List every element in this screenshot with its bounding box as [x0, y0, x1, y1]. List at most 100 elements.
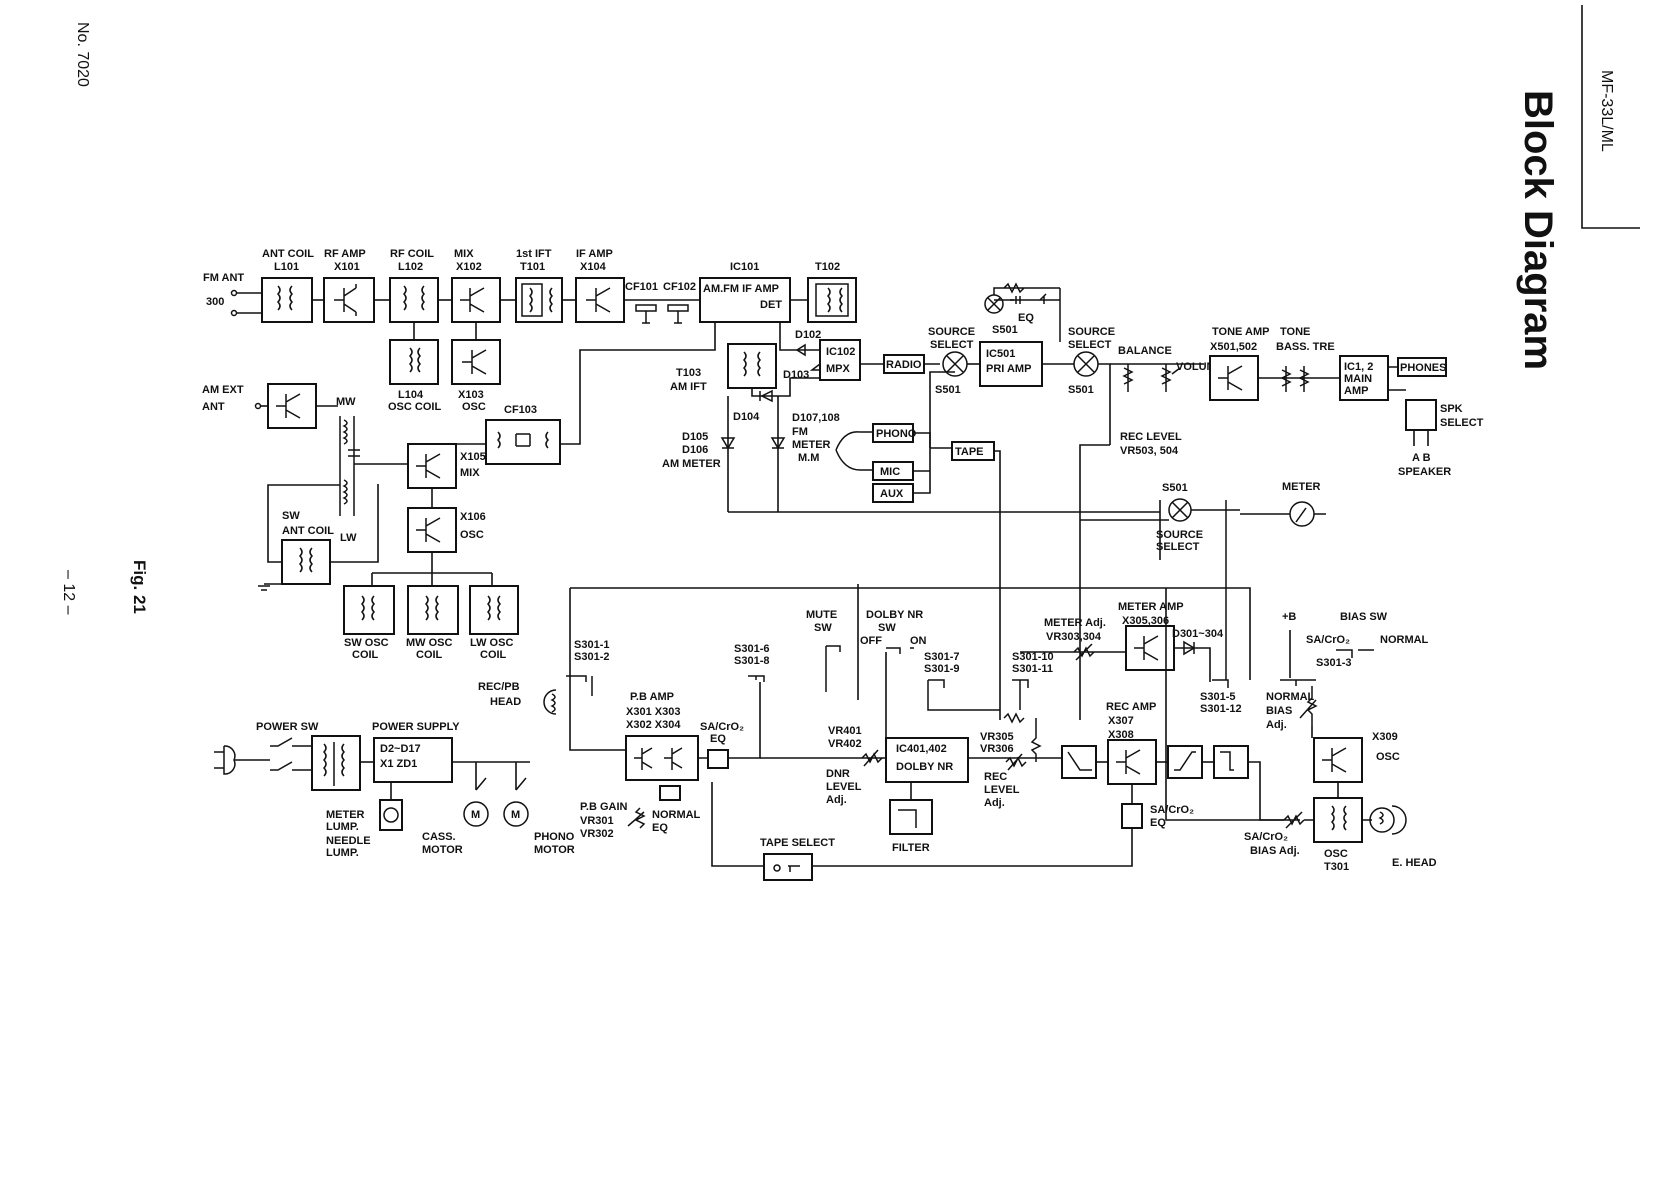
mic-input: MIC	[872, 461, 914, 481]
svg-text:L101: L101	[274, 261, 299, 273]
svg-text:S501: S501	[1162, 482, 1188, 494]
svg-text:VR402: VR402	[828, 738, 862, 750]
svg-text:TAPE: TAPE	[955, 446, 984, 458]
lw-osc-coil: LW OSC COIL	[469, 585, 519, 661]
svg-text:D103: D103	[783, 369, 809, 381]
svg-text:PHONO: PHONO	[534, 831, 575, 843]
svg-text:T101: T101	[520, 261, 545, 273]
svg-text:MW OSC: MW OSC	[406, 637, 452, 649]
svg-text:Adj.: Adj.	[826, 794, 847, 806]
svg-text:ANT COIL: ANT COIL	[262, 248, 314, 260]
svg-text:LEVEL: LEVEL	[826, 781, 862, 793]
rf-amp-x101: RF AMP X101	[323, 248, 375, 323]
svg-text:AMP: AMP	[1344, 385, 1368, 397]
svg-text:T301: T301	[1324, 861, 1349, 873]
plus-b-supply: +B	[1282, 611, 1296, 678]
svg-text:METER: METER	[326, 809, 365, 821]
svg-text:VR401: VR401	[828, 725, 862, 737]
tone-bass-treble: TONE BASS. TRE	[1258, 326, 1340, 392]
page-number: – 12 –	[60, 570, 77, 615]
svg-text:COIL: COIL	[480, 649, 507, 661]
figure-label: Fig. 21	[130, 560, 149, 614]
svg-text:CASS.: CASS.	[422, 831, 456, 843]
svg-text:METER: METER	[1282, 481, 1321, 493]
svg-text:VR302: VR302	[580, 828, 614, 840]
cf103-filter: CF103	[485, 404, 561, 465]
svg-text:DNR: DNR	[826, 768, 850, 780]
dolby-nr-ic401: IC401,402 DOLBY NR	[885, 737, 969, 783]
svg-text:D106: D106	[682, 444, 708, 456]
rec-level-adj: VR305 VR306 REC LEVEL Adj.	[980, 712, 1042, 809]
svg-text:S301-3: S301-3	[1316, 657, 1351, 669]
normal-bias-adj: NORMAL BIAS Adj.	[1266, 686, 1318, 731]
svg-text:S301-6: S301-6	[734, 643, 769, 655]
svg-text:CF101: CF101	[625, 281, 658, 293]
erase-head: E. HEAD	[1362, 805, 1437, 869]
svg-text:SA/CrO₂: SA/CrO₂	[700, 721, 744, 733]
svg-text:X308: X308	[1108, 729, 1134, 741]
model-number: MF-33L/ML	[1598, 70, 1615, 152]
svg-text:BIAS SW: BIAS SW	[1340, 611, 1388, 623]
svg-text:OSC: OSC	[1376, 751, 1400, 763]
svg-text:METER AMP: METER AMP	[1118, 601, 1184, 613]
pb-eq-switch: SA/CrO₂ EQ	[700, 721, 744, 769]
svg-text:OFF: OFF	[860, 635, 882, 647]
svg-text:BIAS Adj.: BIAS Adj.	[1250, 845, 1300, 857]
normal-eq: NORMAL EQ	[652, 785, 701, 834]
source-select-3: S501 SOURCE SELECT	[1156, 482, 1203, 553]
rf-coil-l102: RF COIL L102	[389, 248, 439, 323]
svg-text:X301 X303: X301 X303	[626, 706, 680, 718]
svg-text:D102: D102	[795, 329, 821, 341]
svg-text:Block Diagram: Block Diagram	[1516, 90, 1560, 370]
d102-d103: D102 D103	[783, 329, 821, 381]
svg-text:MIC: MIC	[880, 466, 900, 478]
svg-text:AUX: AUX	[880, 488, 904, 500]
osc-x103: X103 OSC	[451, 339, 501, 413]
svg-text:OSC: OSC	[460, 529, 484, 541]
svg-text:OSC COIL: OSC COIL	[388, 401, 441, 413]
svg-text:TAPE SELECT: TAPE SELECT	[760, 837, 835, 849]
svg-text:MUTE: MUTE	[806, 609, 837, 621]
svg-text:X106: X106	[460, 511, 486, 523]
rec-amp-x307: REC AMP X307 X308	[1106, 701, 1157, 785]
meter-indicator: METER	[1240, 481, 1326, 527]
svg-text:X305,306: X305,306	[1122, 615, 1169, 627]
mw-lw-coil: MW LW	[336, 396, 360, 544]
source-select-2: SOURCE SELECT S501	[1068, 326, 1115, 396]
svg-text:TONE: TONE	[1280, 326, 1310, 338]
svg-text:S501: S501	[992, 324, 1018, 336]
svg-text:METER Adj.: METER Adj.	[1044, 617, 1106, 629]
rec-eq-filter-2	[1213, 745, 1249, 779]
svg-text:X501,502: X501,502	[1210, 341, 1257, 353]
svg-text:SW OSC: SW OSC	[344, 637, 389, 649]
svg-text:SPK: SPK	[1440, 403, 1463, 415]
svg-text:L104: L104	[398, 389, 424, 401]
eq-network: EQ	[984, 282, 1061, 342]
spk-select: SPK SELECT A B SPEAKER	[1398, 399, 1484, 478]
svg-text:BASS. TRE: BASS. TRE	[1276, 341, 1335, 353]
svg-text:SPEAKER: SPEAKER	[1398, 466, 1451, 478]
svg-text:POWER SW: POWER SW	[256, 721, 319, 733]
svg-text:IF AMP: IF AMP	[576, 248, 613, 260]
svg-text:BALANCE: BALANCE	[1118, 345, 1172, 357]
svg-text:PHONO: PHONO	[876, 428, 917, 440]
page-title: Block Diagram	[1516, 90, 1560, 370]
ant-coil-l101: ANT COIL L101	[261, 248, 314, 323]
doc-number: No. 7020	[74, 22, 91, 87]
svg-text:RADIO: RADIO	[886, 359, 922, 371]
am-meter-diodes: D105 D106 AM METER	[662, 396, 736, 512]
meter-lamp: METER LUMP. NEEDLE LUMP.	[326, 782, 403, 859]
aux-input: AUX	[872, 483, 914, 503]
svg-text:EQ: EQ	[710, 733, 726, 745]
svg-text:MW: MW	[336, 396, 356, 408]
svg-text:VR503, 504: VR503, 504	[1120, 445, 1179, 457]
svg-text:NORMAL: NORMAL	[1380, 634, 1429, 646]
svg-text:IC1, 2: IC1, 2	[1344, 361, 1373, 373]
svg-text:T103: T103	[676, 367, 701, 379]
svg-text:D105: D105	[682, 431, 708, 443]
svg-text:EQ: EQ	[652, 822, 668, 834]
svg-text:IC401,402: IC401,402	[896, 743, 947, 755]
fm-meter-diodes: D107,108 FM METER M.M	[770, 396, 840, 512]
svg-text:D107,108: D107,108	[792, 412, 840, 424]
